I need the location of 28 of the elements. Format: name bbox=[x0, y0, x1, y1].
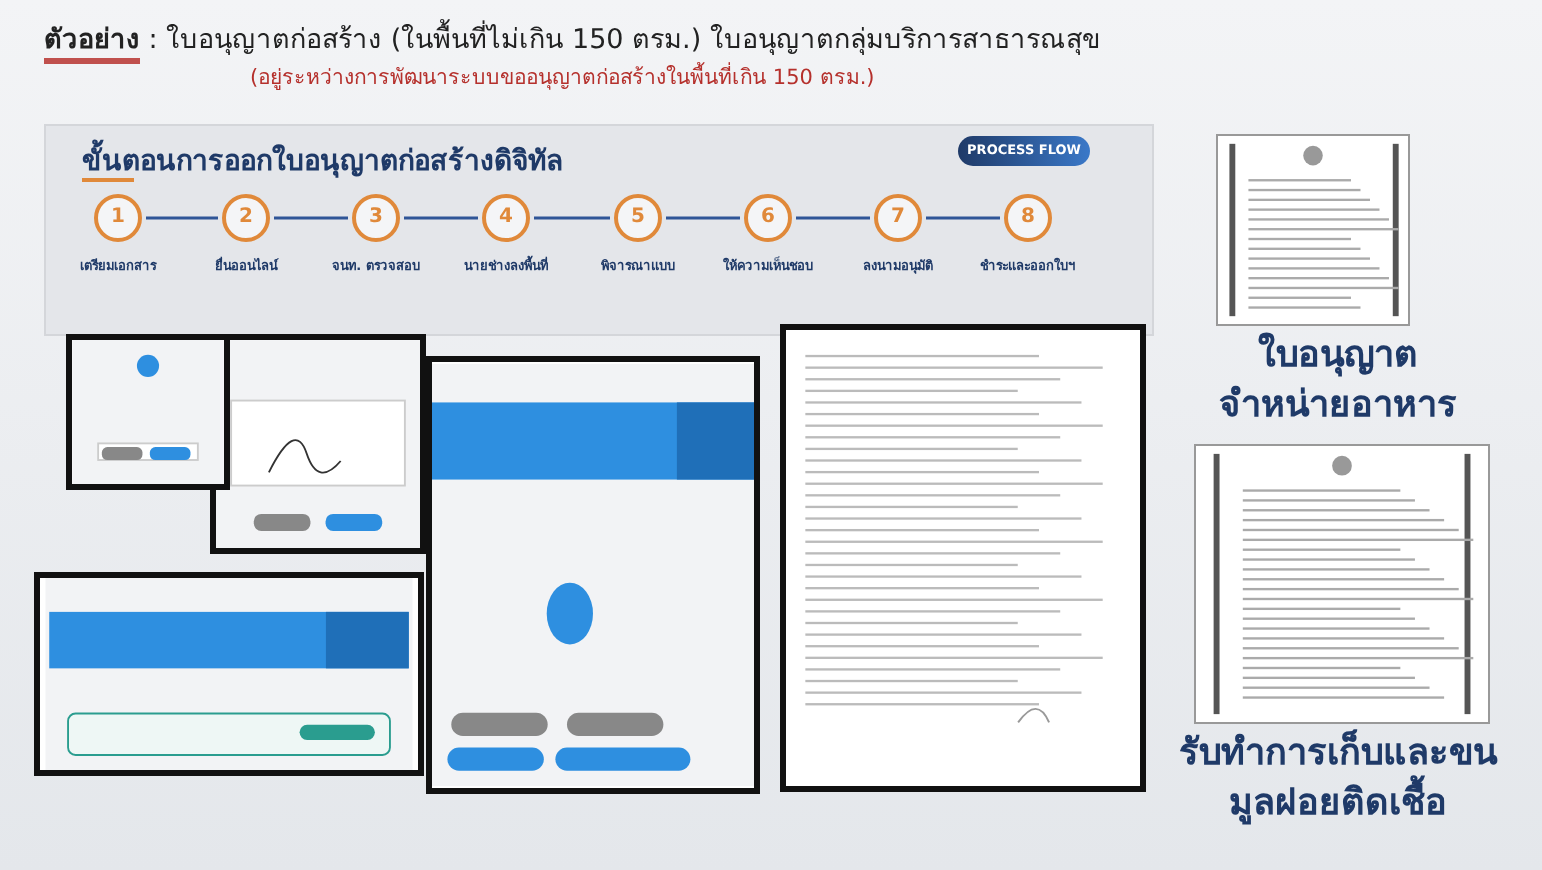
step-circle: 8 bbox=[1004, 194, 1052, 242]
connector-line bbox=[274, 216, 348, 220]
screenshot-picture bbox=[780, 324, 1146, 792]
connector-line bbox=[796, 216, 870, 220]
connector-line bbox=[534, 216, 610, 220]
pin-entry-dialog bbox=[66, 334, 230, 490]
connector-line bbox=[404, 216, 478, 220]
step-circle: 4 bbox=[482, 194, 530, 242]
step-circle: 3 bbox=[352, 194, 400, 242]
panel-heading: ขั้นตอนการออกใบอนุญาตก่อสร้างดิจิทัล bbox=[82, 138, 564, 182]
step-circle: 5 bbox=[614, 194, 662, 242]
connector-line bbox=[926, 216, 1000, 220]
step-circle: 6 bbox=[744, 194, 792, 242]
document-picture bbox=[1216, 134, 1410, 326]
process-panel bbox=[44, 124, 1154, 336]
note-text: (อยู่ระหว่างการพัฒนาระบบขออนุญาตก่อสร้างในพื้นที่เกิน 150 ตรม.) bbox=[250, 60, 875, 94]
screenshot-picture bbox=[34, 572, 424, 776]
slide-title: ตัวอย่าง : ใบอนุญาตก่อสร้าง (ในพื้นที่ไม่เกิน 150 ตรม.) ใบอนุญาตกลุ่มบริการสาธารณสุข bbox=[44, 16, 1100, 60]
permit-caption: ใบอนุญาต จำหน่ายอาหาร bbox=[1217, 330, 1459, 430]
step-circle: 2 bbox=[222, 194, 270, 242]
permit-caption: รับทำการเก็บและขน มูลฝอยติดเชื้อ bbox=[1177, 728, 1500, 828]
connector-line bbox=[666, 216, 740, 220]
screenshot-picture bbox=[426, 356, 760, 794]
connector-line bbox=[146, 216, 218, 220]
screenshot-picture bbox=[210, 334, 426, 554]
document-picture bbox=[1194, 444, 1490, 724]
step-circle: 7 bbox=[874, 194, 922, 242]
step-circle: 1 bbox=[94, 194, 142, 242]
